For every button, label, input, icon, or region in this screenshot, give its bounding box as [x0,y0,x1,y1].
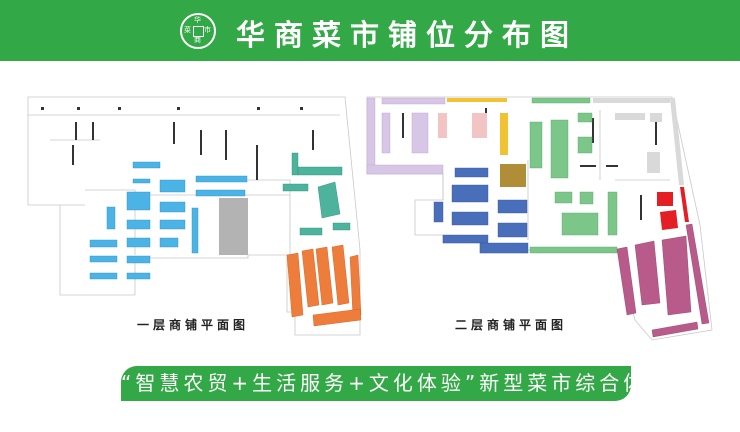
floor2-green-zone [529,97,618,254]
floor1-blue-zone [89,161,248,280]
floor2-red-zone [657,187,689,230]
floor2-lightgray-zone [593,98,684,185]
floor2-pink-zone [438,113,487,138]
floor2-caption: 二层商铺平面图 [455,318,568,332]
logo-char: 商 [194,36,201,44]
floor2-plan [366,96,713,341]
logo-char: 市 [204,26,211,34]
floor1-gray-zone [219,198,248,255]
floor1-teal-zone [282,152,351,236]
floor1-columns [41,107,314,180]
floor2-blue-zone [433,167,529,254]
floor1-caption: 一层商铺平面图 [137,318,250,332]
header-banner: 华 菜 市 商 华商菜市铺位分布图 [0,0,740,61]
logo-char: 菜 [184,26,191,34]
floor1-orange-zone [286,244,362,327]
page-title: 华商菜市铺位分布图 [236,18,579,52]
floor2-yellow-zone [447,98,508,155]
logo-icon: 华 菜 市 商 [180,13,216,49]
floor2-lavender-zone [366,97,446,175]
floor1-plan [27,96,362,336]
floor2-olive-zone [500,164,526,187]
logo-char: 华 [194,16,201,24]
slogan-banner: “智慧农贸+生活服务+文化体验”新型菜市综合体 [121,366,643,401]
floor2-mauve-zone [616,223,710,338]
